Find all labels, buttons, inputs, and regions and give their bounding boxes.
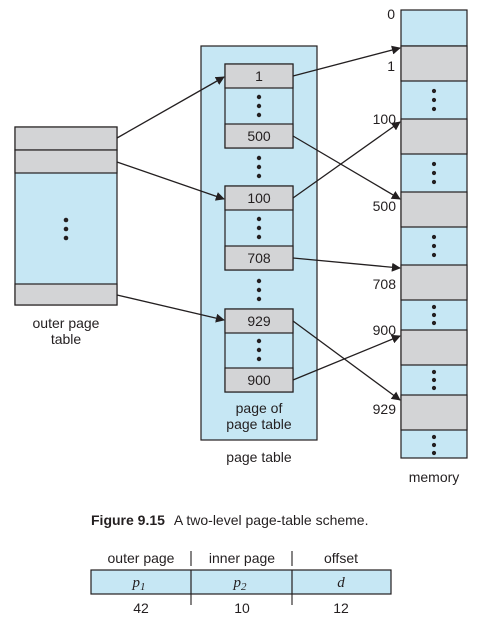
figure-caption-text: A two-level page-table scheme. — [174, 512, 369, 528]
entry-label-929: 929 — [247, 313, 271, 329]
arrow-entry-708-to-memory — [292, 257, 401, 272]
memory-address-900: 900 — [373, 322, 397, 338]
arrow-entry-900-to-memory — [292, 334, 401, 381]
outer-page-table — [14, 126, 118, 306]
page-of-page-table-label-2: page table — [226, 416, 292, 432]
memory-address-1: 1 — [387, 58, 395, 74]
page-table-gap-dots-1 — [256, 155, 262, 179]
inner-block-1-dots — [256, 94, 262, 118]
address-field-bar — [90, 569, 392, 595]
entry-label-900: 900 — [247, 372, 271, 388]
memory-body — [400, 9, 468, 459]
memory-dots-2 — [431, 161, 437, 185]
arrow-entry-100-to-memory — [292, 121, 401, 199]
arrow-entry-500-to-memory — [292, 135, 401, 200]
page-table — [200, 45, 318, 441]
entry-label-1: 1 — [255, 68, 263, 84]
memory-frame-929 — [400, 394, 468, 431]
arrow-entry-929-to-memory — [292, 320, 401, 401]
figure-number: Figure 9.15 — [91, 512, 165, 528]
inner-block-2-dots — [256, 216, 262, 240]
page-of-page-table-label-1: page of — [236, 400, 283, 416]
memory — [400, 9, 468, 459]
outer-page-table-label-1: outer page — [33, 315, 100, 331]
memory-frame-500 — [400, 191, 468, 228]
size-inner-page: 10 — [234, 600, 250, 616]
arrow-entry-1-to-memory — [292, 45, 401, 77]
header-outer-page: outer page — [108, 550, 175, 566]
memory-frame-100 — [400, 118, 468, 155]
entry-label-708: 708 — [247, 250, 271, 266]
field-p2: p2 — [233, 575, 248, 593]
header-offset: offset — [324, 550, 358, 566]
inner-block-3-dots — [256, 338, 262, 362]
memory-address-500: 500 — [373, 198, 397, 214]
memory-dots-1 — [431, 88, 437, 112]
arrow-outer-to-block-1 — [116, 76, 225, 139]
field-d: d — [337, 575, 345, 591]
outer-page-table-label-2: table — [51, 331, 82, 347]
memory-address-100: 100 — [373, 111, 397, 127]
figure-caption: Figure 9.15 A two-level page-table scheme… — [91, 512, 368, 528]
page-table-entry-500 — [224, 123, 294, 149]
memory-address-929: 929 — [373, 401, 397, 417]
page-table-entry-929 — [224, 308, 294, 334]
size-offset: 12 — [333, 600, 349, 616]
outer-entry-row-last — [14, 283, 118, 306]
mapping-arrows — [116, 45, 401, 401]
memory-dots-4 — [431, 304, 437, 326]
memory-dots-3 — [431, 234, 437, 258]
logical-address-layout: outer page inner page offset p1 p2 d 42 … — [90, 550, 392, 616]
memory-frame-708 — [400, 264, 468, 301]
page-table-gap-dots-2 — [256, 278, 262, 302]
memory-address-708: 708 — [373, 276, 397, 292]
outer-entry-row-2 — [14, 149, 118, 174]
field-p1: p1 — [132, 575, 146, 593]
memory-frame-1 — [400, 45, 468, 82]
memory-frame-900 — [400, 329, 468, 366]
header-inner-page: inner page — [209, 550, 275, 566]
memory-address-0: 0 — [387, 6, 395, 22]
memory-dots-5 — [431, 369, 437, 391]
entry-label-500: 500 — [247, 128, 271, 144]
outer-entry-row-1 — [14, 126, 118, 151]
entry-label-100: 100 — [247, 190, 271, 206]
page-table-entry-708 — [224, 245, 294, 271]
memory-dots-6 — [431, 434, 437, 456]
page-table-entry-900 — [224, 367, 294, 393]
arrow-outer-to-block-2 — [116, 161, 225, 201]
page-table-label: page table — [226, 449, 292, 465]
size-outer-page: 42 — [133, 600, 149, 616]
arrow-outer-to-block-3 — [116, 294, 225, 323]
outer-ellipsis-dots — [63, 217, 69, 241]
memory-label: memory — [409, 469, 460, 485]
page-table-entry-100 — [224, 185, 294, 211]
